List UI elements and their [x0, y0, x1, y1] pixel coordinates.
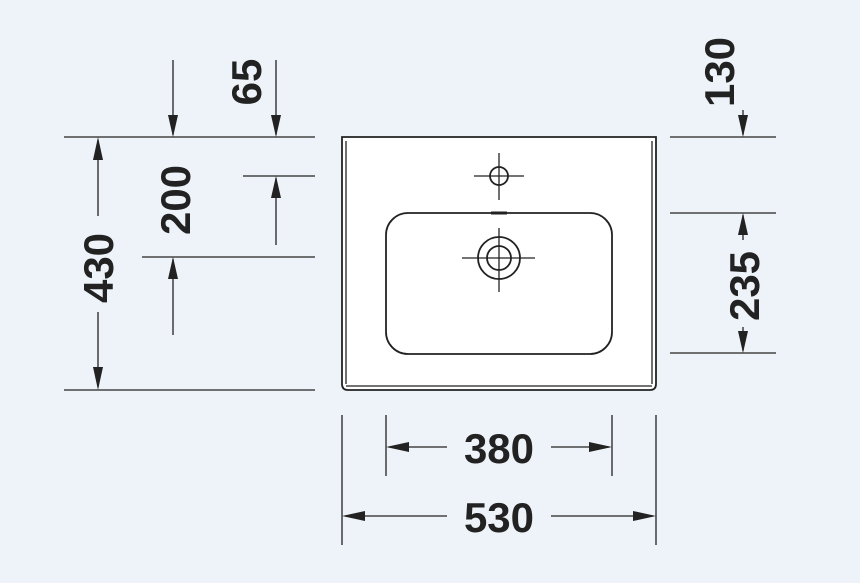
width-total-label: 530 — [464, 494, 534, 541]
dimension-basin-depth: 235 — [721, 213, 768, 353]
dimension-depth-total: 430 — [75, 137, 122, 390]
top-offset-right-label: 130 — [696, 37, 743, 107]
washbasin-outline — [341, 136, 657, 391]
dimension-width-total: 530 — [342, 494, 656, 541]
dimension-top-offset-left: 65 — [168, 59, 281, 137]
depth-to-hole-label: 200 — [152, 165, 199, 235]
tap-hole-icon — [474, 153, 524, 200]
top-offset-left-label: 65 — [223, 59, 270, 106]
depth-total-label: 430 — [75, 233, 122, 303]
dimension-basin-width: 380 — [386, 425, 612, 472]
extension-lines — [64, 136, 776, 545]
dimension-top-offset-right: 130 — [696, 37, 748, 137]
drain-icon — [462, 228, 535, 292]
basin-depth-label: 235 — [721, 251, 768, 321]
basin-width-label: 380 — [464, 425, 534, 472]
dimension-depth-to-hole: 200 — [152, 165, 281, 335]
